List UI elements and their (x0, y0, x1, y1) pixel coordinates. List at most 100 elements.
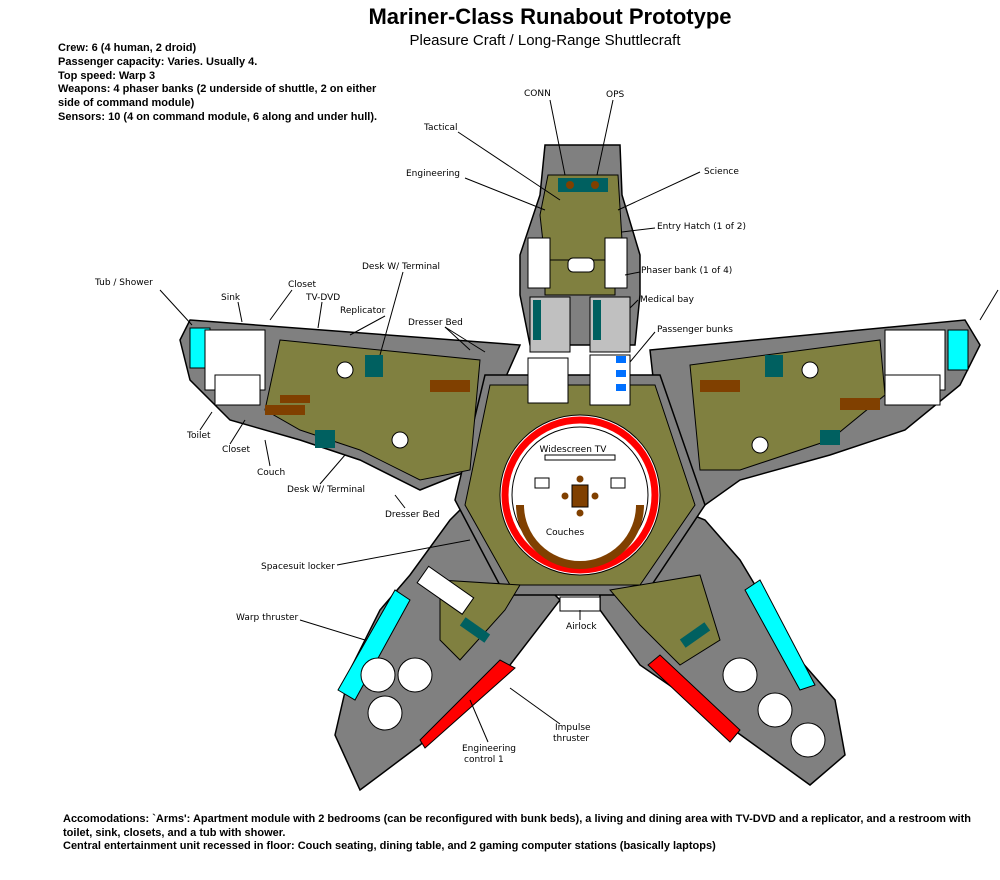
label-tub-shower: Tub / Shower (94, 278, 153, 288)
table-right-2 (751, 436, 769, 454)
couch-left (265, 405, 305, 415)
engine-right-2 (757, 692, 793, 728)
label-conn: CONN (524, 89, 551, 99)
spec-sensors: Sensors: 10 (4 on command module, 6 alon… (58, 110, 378, 123)
notes-block: Accomodations: `Arms': Apartment module … (63, 813, 998, 854)
label-couches: Couches (546, 528, 585, 538)
bottom-right-details (647, 579, 826, 758)
warp-thruster-right (744, 579, 816, 691)
hatch-right (604, 237, 628, 289)
label-desk-terminal-bottom: Desk W/ Terminal (287, 485, 365, 495)
engine-left-2 (397, 657, 433, 693)
engine-right-3 (790, 722, 826, 758)
label-dresser-bed-top: Dresser Bed (408, 318, 463, 328)
label-closet-bottom: Closet (222, 445, 251, 455)
page-title: Mariner-Class Runabout Prototype (368, 4, 732, 29)
label-closet-top: Closet (288, 280, 317, 290)
note-accommodations: Accomodations: `Arms': Apartment module … (63, 813, 971, 839)
leader-lines (159, 99, 999, 743)
label-warp-thruster: Warp thruster (236, 613, 299, 623)
entertainment-unit (499, 414, 661, 576)
conn-seat (566, 181, 574, 189)
spec-weapons: Weapons: 4 phaser banks (2 underside of … (58, 83, 377, 110)
bed-left-1 (430, 380, 470, 392)
bridge-console (558, 178, 608, 192)
impulse-thruster-left (419, 659, 516, 749)
chair-1 (576, 475, 584, 483)
chair-3 (561, 492, 569, 500)
specs-block: Crew: 6 (4 human, 2 droid) Passenger cap… (58, 42, 378, 125)
label-couch: Couch (257, 468, 285, 478)
labels: CONN OPS Tactical Science Engineering En… (94, 89, 746, 765)
closet-left (214, 374, 261, 406)
bottom-left-details (337, 565, 516, 749)
engine-left-1 (360, 657, 396, 693)
impulse-thruster-right (647, 654, 741, 743)
label-widescreen-tv: Widescreen TV (540, 445, 608, 455)
note-entertainment: Central entertainment unit recessed in f… (63, 840, 716, 853)
closet-right (884, 374, 941, 406)
teal-console-2 (593, 300, 601, 340)
storage-room (527, 357, 569, 404)
gaming-station-1 (534, 477, 550, 489)
dining-table (571, 484, 589, 508)
label-impulse-2: thruster (553, 734, 589, 744)
bunk-3 (616, 384, 626, 391)
engine-right-1 (722, 657, 758, 693)
teal-console-1 (533, 300, 541, 340)
hatch-left (527, 237, 551, 289)
console-bottom-right (679, 622, 711, 648)
table-bridge (567, 257, 595, 273)
bunk-1 (616, 356, 626, 363)
couch-curve (516, 504, 644, 569)
table-left-2 (391, 431, 409, 449)
spec-crew: Crew: 6 (4 human, 2 droid) (58, 42, 197, 54)
left-arm-details (189, 327, 470, 449)
chair-4 (591, 492, 599, 500)
label-engineering: Engineering (406, 169, 460, 179)
spec-passengers: Passenger capacity: Varies. Usually 4. (58, 55, 258, 68)
bunk-2 (616, 370, 626, 377)
spec-speed: Top speed: Warp 3 (58, 69, 156, 82)
page-subtitle: Pleasure Craft / Long-Range Shuttlecraft (409, 32, 681, 49)
label-eng-control-1: Engineering (462, 744, 516, 754)
widescreen-tv (544, 454, 616, 461)
passenger-bunks (589, 354, 631, 406)
gaming-station-2 (610, 477, 626, 489)
table-left-1 (336, 361, 354, 379)
label-airlock: Airlock (566, 622, 597, 632)
ops-seat (591, 181, 599, 189)
desk-left-2 (315, 430, 335, 448)
right-arm-details (700, 329, 969, 454)
couch-left-2 (280, 395, 310, 403)
label-replicator: Replicator (340, 306, 386, 316)
desk-left-1 (365, 355, 383, 377)
desk-right-1 (820, 430, 840, 445)
engine-left-3 (367, 695, 403, 731)
label-phaser-bank: Phaser bank (1 of 4) (641, 266, 732, 276)
label-spacesuit-locker: Spacesuit locker (261, 562, 335, 572)
label-eng-control-2: control 1 (464, 755, 504, 765)
chair-2 (576, 509, 584, 517)
warp-thruster-left (337, 589, 411, 701)
tub-right (947, 329, 969, 371)
label-desk-terminal-top: Desk W/ Terminal (362, 262, 440, 272)
command-details (527, 178, 631, 406)
label-passenger-bunks: Passenger bunks (657, 325, 733, 335)
label-science: Science (704, 167, 739, 177)
locker-left (416, 565, 475, 615)
bed-right-2 (700, 380, 740, 392)
label-medical-bay: Medical bay (640, 295, 695, 305)
label-ops: OPS (606, 90, 625, 100)
red-ring (501, 416, 659, 574)
label-impulse-1: Impulse (555, 723, 591, 733)
desk-right-2 (765, 355, 783, 377)
bed-right-1 (840, 398, 880, 410)
label-entry-hatch: Entry Hatch (1 of 2) (657, 222, 746, 232)
airlock (559, 596, 601, 612)
label-tv-dvd: TV-DVD (305, 293, 340, 303)
console-bottom-left (459, 617, 491, 643)
label-sink: Sink (221, 293, 241, 303)
label-tactical: Tactical (423, 123, 457, 133)
